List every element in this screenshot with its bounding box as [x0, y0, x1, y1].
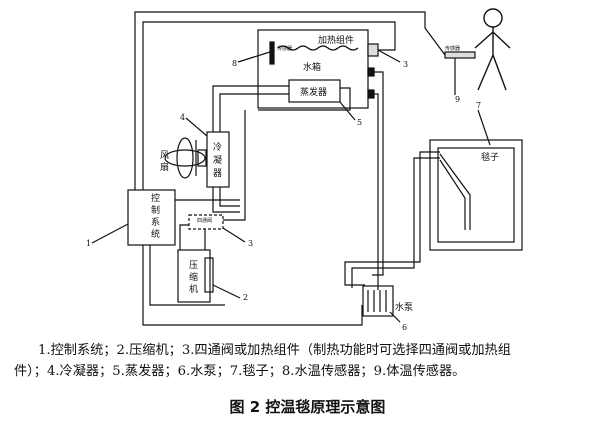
heating-coil	[277, 45, 359, 51]
callout-line-2	[212, 284, 241, 299]
callout-line-4	[185, 117, 208, 137]
callout-line-7	[477, 109, 491, 146]
blanket-tube-b	[439, 159, 466, 230]
callout-line-5	[339, 101, 356, 121]
pump-box	[362, 285, 394, 317]
pipe-cond-valve-a	[212, 187, 240, 213]
callout-7: 7	[476, 101, 481, 110]
pump-label: 水泵	[395, 301, 413, 313]
pipe-evap-out	[258, 87, 351, 111]
control-label-3: 系	[151, 217, 160, 228]
condenser-box	[206, 131, 230, 188]
wire-to-tank-top	[142, 21, 396, 190]
body-sensor-icon	[444, 51, 476, 59]
person-icon	[474, 8, 511, 91]
water-tank-label: 水箱	[303, 61, 321, 73]
water-pipe-inner	[374, 93, 379, 290]
compressor-label-3: 机	[189, 283, 198, 295]
condenser-label-1: 冷	[213, 141, 222, 153]
callout-6: 6	[402, 323, 407, 332]
control-system-box	[127, 189, 176, 246]
callout-line-3b	[222, 227, 246, 243]
water-pipe-to-blanket-a	[344, 151, 440, 286]
wire-to-body-sensor	[134, 11, 446, 190]
pipe-evap-cond-b	[219, 93, 289, 132]
pipe-evap-cond-a	[212, 85, 289, 132]
tank-outlet-port	[367, 67, 375, 77]
legend-line-2: 件）；4.冷凝器；5.蒸发器；6.水泵；7.毯子；8.水温传感器；9.体温传感器…	[14, 364, 466, 379]
tank-inlet-port	[367, 89, 375, 99]
legend-text: 1.控制系统；2.压缩机；3.四通阀或加热组件（制热功能时可选择四通阀或加热组 …	[14, 340, 606, 382]
wire-to-pump	[142, 245, 363, 326]
condenser-label-3: 器	[213, 168, 222, 179]
pipe-cond-valve-b	[219, 187, 240, 207]
control-label-1: 控	[151, 192, 160, 204]
fan-label-2: 扇	[160, 161, 169, 173]
schematic-diagram: 控 制 系 统 压 缩 机 冷 凝 器 风 扇 蒸发器 水箱 加热组件 传感器 …	[86, 8, 523, 332]
blanket-tube-a	[439, 153, 471, 230]
evaporator-box	[288, 79, 341, 103]
callout-8: 8	[232, 59, 237, 68]
compressor-label-2: 缩	[189, 271, 198, 283]
callout-2: 2	[243, 293, 248, 302]
callout-4: 4	[180, 113, 185, 122]
four-way-valve-box	[188, 214, 224, 230]
legend-line-1: 1.控制系统；2.压缩机；3.四通阀或加热组件（制热功能时可选择四通阀或加热组	[38, 343, 511, 358]
tank-sensor-label: 传感器	[277, 45, 292, 52]
pipe-valve-comp-a	[179, 224, 189, 250]
compressor-box	[177, 249, 211, 303]
pipe-valve-up	[223, 110, 246, 221]
callout-5: 5	[357, 118, 362, 127]
heater-port	[367, 43, 379, 57]
callout-3a: 3	[403, 60, 408, 69]
blanket-outer	[429, 139, 523, 251]
wire-to-compressor	[149, 245, 225, 306]
callout-1: 1	[86, 239, 91, 248]
callout-line-3a	[377, 49, 401, 63]
figure-caption: 图 2 控温毯原理示意图	[229, 398, 386, 416]
fan-label-1: 风	[160, 150, 169, 161]
callout-3b: 3	[248, 239, 253, 248]
callout-9: 9	[455, 95, 460, 104]
tank-sensor-icon	[269, 41, 275, 65]
compressor-side	[204, 257, 214, 293]
control-label-2: 制	[151, 204, 160, 216]
blanket-label: 毯子	[481, 151, 499, 163]
control-label-4: 统	[151, 228, 160, 240]
callout-line-8	[237, 51, 271, 63]
condenser-label-2: 凝	[213, 155, 222, 166]
evaporator-label: 蒸发器	[300, 86, 327, 98]
four-way-valve-label: 四通阀	[197, 217, 212, 224]
callout-line-1	[91, 223, 129, 244]
compressor-label-1: 压	[189, 260, 198, 271]
callout-line-6	[389, 311, 401, 323]
water-pipe-to-blanket-b	[351, 157, 440, 288]
fan-icon	[164, 137, 207, 179]
body-sensor-label: 传感器	[445, 45, 460, 52]
blanket-inner	[437, 147, 515, 243]
heating-component-label: 加热组件	[318, 34, 354, 46]
